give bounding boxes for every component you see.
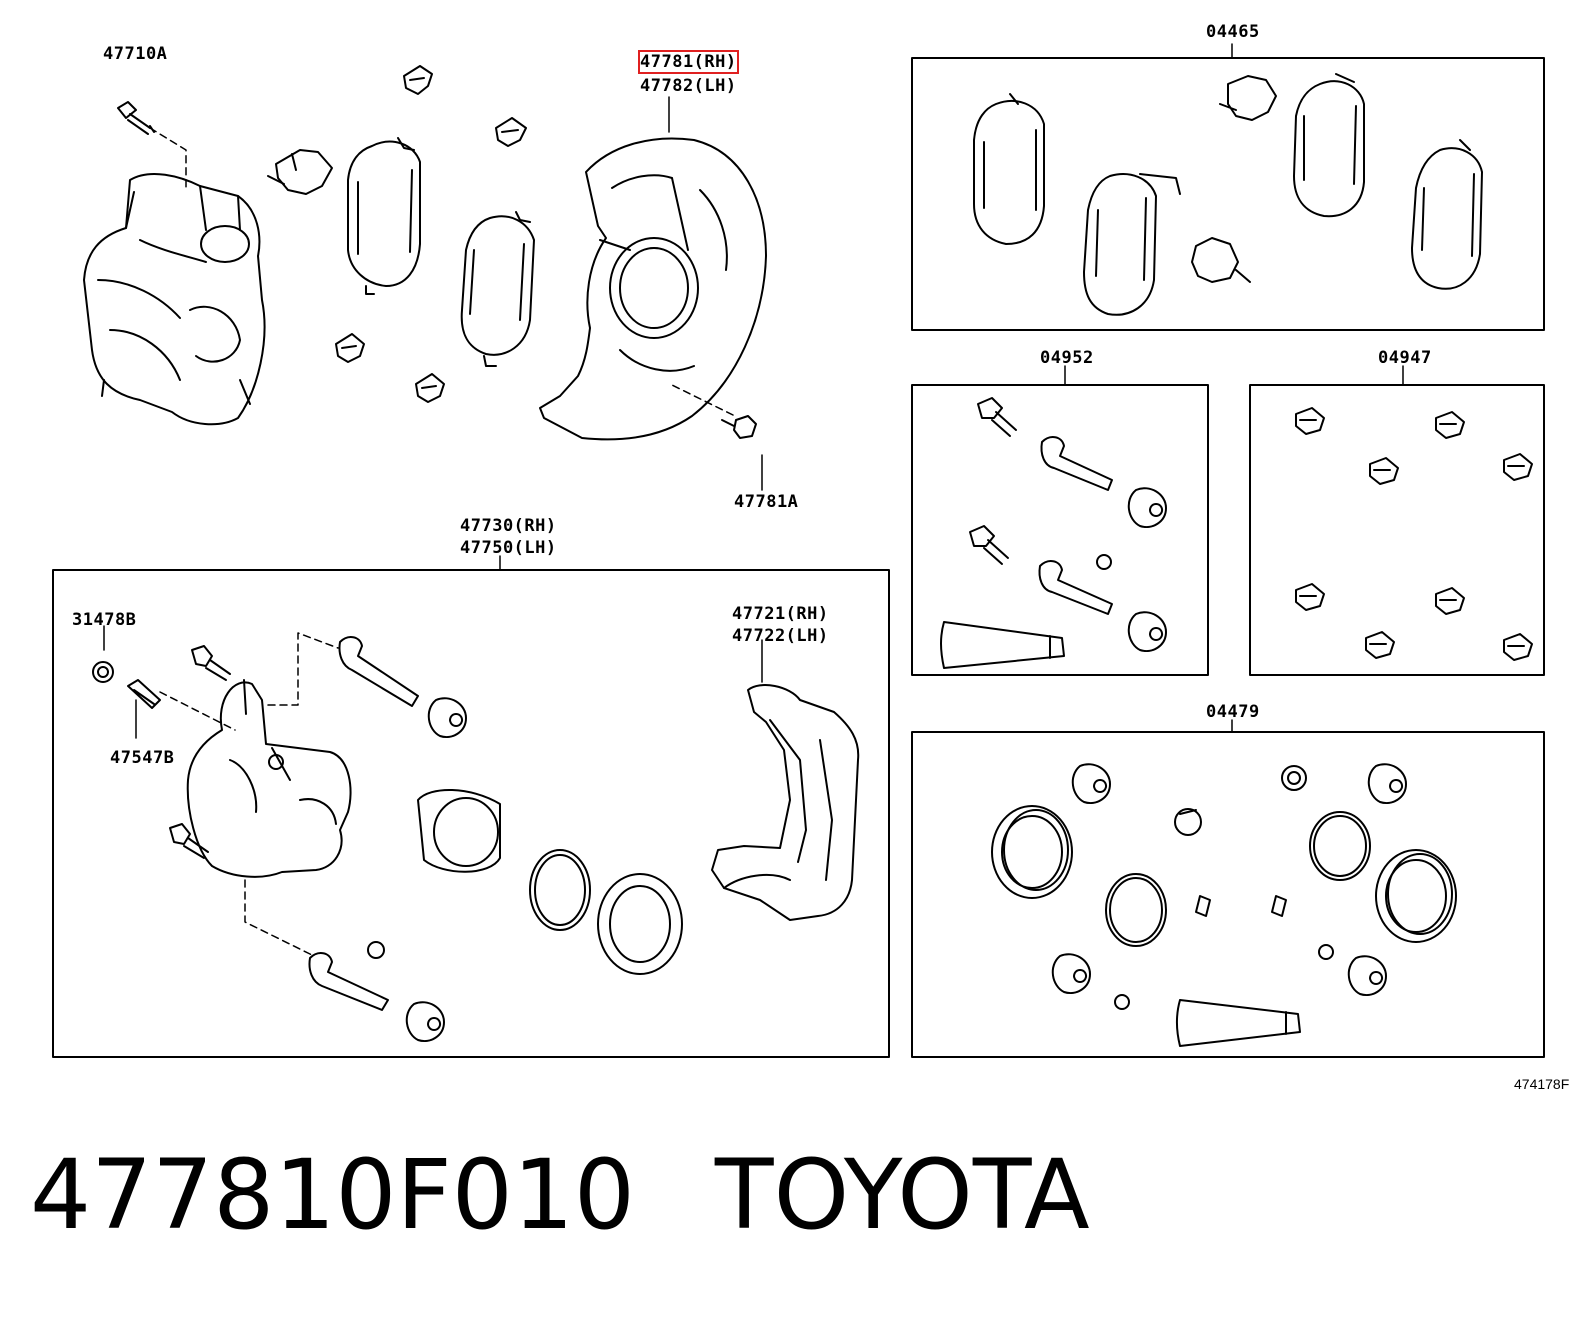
bolt-47781a-icon [721,415,757,439]
label-47721-rh[interactable]: 47721(RH) [732,604,829,624]
label-47782-lh[interactable]: 47782(LH) [640,76,737,96]
bolt-47710a-icon [117,101,155,135]
kit-04952-contents-icon [940,397,1167,669]
label-47710a[interactable]: 47710A [103,44,168,64]
diagram-reference-code: 474178F [1514,1076,1570,1092]
disc-dust-cover-icon [539,137,767,441]
kit-box-04479 [911,731,1545,1058]
dashed-lines [149,127,734,956]
caliper-body-icon [83,173,266,426]
label-04465[interactable]: 04465 [1206,22,1260,42]
label-47547b[interactable]: 47547B [110,748,175,768]
caliper-assembly-icon [92,636,683,1042]
brake-pad-left-icon [347,137,421,295]
kit-04479-contents-icon [991,763,1457,1047]
label-04947[interactable]: 04947 [1378,348,1432,368]
label-04952[interactable]: 04952 [1040,348,1094,368]
caliper-bracket-icon [711,684,860,921]
kit-box-47730 [52,569,890,1058]
label-47781a[interactable]: 47781A [734,492,799,512]
kit-box-04952 [911,384,1209,676]
anti-squeal-shim-icon [267,149,333,195]
leader-lines [103,43,1404,739]
kit-box-04465 [911,57,1545,331]
brake-pad-right-icon [460,211,535,367]
pad-clip-icons [335,65,527,403]
brand-name: TOYOTA [714,1139,1090,1251]
label-47730-rh[interactable]: 47730(RH) [460,516,557,536]
brake-parts-diagram [52,43,1545,1058]
label-04479[interactable]: 04479 [1206,702,1260,722]
label-47781-rh[interactable]: 47781(RH) [638,50,739,74]
kit-04465-contents-icon [973,73,1483,316]
part-caption: 477810F010 TOYOTA [30,1140,1090,1250]
kit-04947-contents-icon [1295,407,1533,661]
part-number: 477810F010 [30,1139,635,1251]
label-47722-lh[interactable]: 47722(LH) [732,626,829,646]
label-47750-lh[interactable]: 47750(LH) [460,538,557,558]
kit-box-04947 [1249,384,1545,676]
label-31478b[interactable]: 31478B [72,610,137,630]
